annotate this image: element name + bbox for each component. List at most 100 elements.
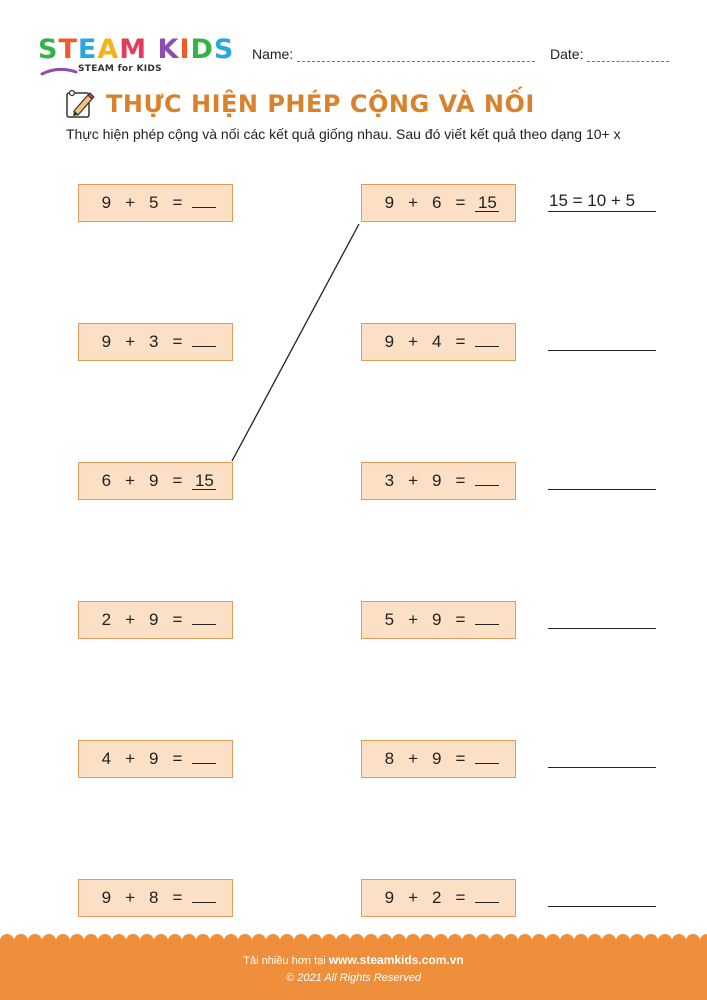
operand-b: 5 [149, 193, 159, 212]
operand-b: 9 [149, 610, 159, 629]
operand-a: 2 [101, 610, 112, 629]
logo-swoosh-icon [40, 67, 78, 76]
operand-a: 5 [384, 610, 395, 629]
left-problem-box[interactable]: 9+8= [78, 879, 233, 917]
logo-letter: D [190, 34, 214, 65]
result-line[interactable] [548, 906, 656, 907]
match-connector-line [231, 223, 360, 462]
logo-letter: A [97, 34, 120, 65]
plus-sign: + [408, 471, 418, 490]
answer-blank[interactable]: 15 [475, 194, 500, 212]
right-problem-box[interactable]: 9+6=15 [361, 184, 516, 222]
equals-sign: = [172, 749, 183, 768]
date-field[interactable]: Date: [550, 46, 670, 62]
plus-sign: + [125, 610, 135, 629]
operand-a: 3 [384, 471, 395, 490]
equals-sign: = [172, 193, 183, 212]
worksheet-title: THỰC HIỆN PHÉP CỘNG VÀ NỐI [106, 90, 535, 118]
left-problem-box[interactable]: 4 +9 = [78, 740, 233, 778]
plus-sign: + [125, 888, 135, 907]
equals-sign: = [455, 193, 466, 212]
answer-blank[interactable] [192, 763, 217, 764]
logo-letter: S [38, 34, 59, 65]
operand-b: 9 [432, 749, 442, 768]
answer-blank[interactable] [192, 346, 217, 347]
operand-a: 9 [101, 332, 112, 351]
logo-letter [147, 34, 157, 65]
answer-blank[interactable] [475, 485, 500, 486]
footer-download: Tải nhiều hơn tại www.steamkids.com.vn [0, 953, 707, 967]
instructions: Thực hiện phép cộng và nối các kết quả g… [66, 126, 621, 142]
date-line[interactable] [587, 49, 670, 62]
answer-blank[interactable]: 15 [192, 472, 217, 490]
plus-sign: + [125, 193, 135, 212]
left-problem-box[interactable]: 6+9=15 [78, 462, 233, 500]
date-label: Date: [550, 46, 584, 62]
plus-sign: + [125, 471, 135, 490]
equals-sign: = [172, 471, 183, 490]
operand-b: 2 [432, 888, 442, 907]
footer-website-link[interactable]: www.steamkids.com.vn [328, 953, 464, 967]
operand-b: 9 [149, 749, 159, 768]
logo-letter: S [213, 34, 235, 65]
operand-b: 9 [432, 471, 442, 490]
right-problem-box[interactable]: 5 +9 = [361, 601, 516, 639]
equals-sign: = [172, 332, 183, 351]
result-answer: 15 = 10 + 5 [549, 191, 636, 210]
plus-sign: + [408, 610, 418, 629]
left-problem-box[interactable]: 2 +9 = [78, 601, 233, 639]
name-field[interactable]: Name: [252, 46, 536, 62]
answer-blank[interactable] [192, 902, 217, 903]
name-line[interactable] [297, 49, 536, 62]
logo-letter: I [179, 34, 191, 65]
plus-sign: + [408, 193, 418, 212]
equals-sign: = [455, 471, 466, 490]
result-line[interactable] [548, 628, 656, 629]
result-line[interactable] [548, 767, 656, 768]
right-problem-box[interactable]: 8+9= [361, 740, 516, 778]
equals-sign: = [455, 610, 466, 629]
logo-letter: K [157, 34, 180, 65]
plus-sign: + [125, 332, 135, 351]
answer-blank[interactable] [475, 902, 500, 903]
right-problem-box[interactable]: 9 +4 = [361, 323, 516, 361]
plus-sign: + [408, 888, 418, 907]
steam-kids-logo: STEAM KIDS STEAM for KIDS [38, 36, 238, 78]
answer-blank[interactable] [475, 346, 500, 347]
answer-blank[interactable] [192, 207, 217, 208]
equals-sign: = [172, 610, 183, 629]
answer-blank[interactable] [192, 624, 217, 625]
operand-a: 9 [384, 332, 395, 351]
answer-blank[interactable] [475, 763, 500, 764]
plus-sign: + [408, 332, 418, 351]
operand-a: 9 [384, 888, 395, 907]
operand-b: 3 [149, 332, 159, 351]
equals-sign: = [455, 332, 466, 351]
logo-subtitle: STEAM for KIDS [78, 64, 162, 74]
operand-b: 6 [432, 193, 442, 212]
result-line[interactable] [548, 211, 656, 212]
equals-sign: = [172, 888, 183, 907]
footer-download-prefix: Tải nhiều hơn tại [243, 955, 326, 967]
result-line[interactable] [548, 489, 656, 490]
operand-b: 4 [432, 332, 442, 351]
right-problem-box[interactable]: 3 +9 = [361, 462, 516, 500]
logo-letter: T [58, 34, 78, 65]
right-problem-box[interactable]: 9 +2 = [361, 879, 516, 917]
left-problem-box[interactable]: 9 +3 = [78, 323, 233, 361]
equals-sign: = [455, 888, 466, 907]
result-line[interactable] [548, 350, 656, 351]
operand-b: 9 [149, 471, 159, 490]
logo-letter: E [77, 34, 98, 65]
logo-letter: M [119, 34, 148, 65]
answer-blank[interactable] [475, 624, 500, 625]
operand-a: 4 [101, 749, 112, 768]
plus-sign: + [125, 749, 135, 768]
plus-sign: + [408, 749, 418, 768]
equals-sign: = [455, 749, 466, 768]
pencil-paper-icon [66, 89, 95, 118]
left-problem-box[interactable]: 9+5= [78, 184, 233, 222]
operand-b: 9 [432, 610, 442, 629]
operand-b: 8 [149, 888, 159, 907]
